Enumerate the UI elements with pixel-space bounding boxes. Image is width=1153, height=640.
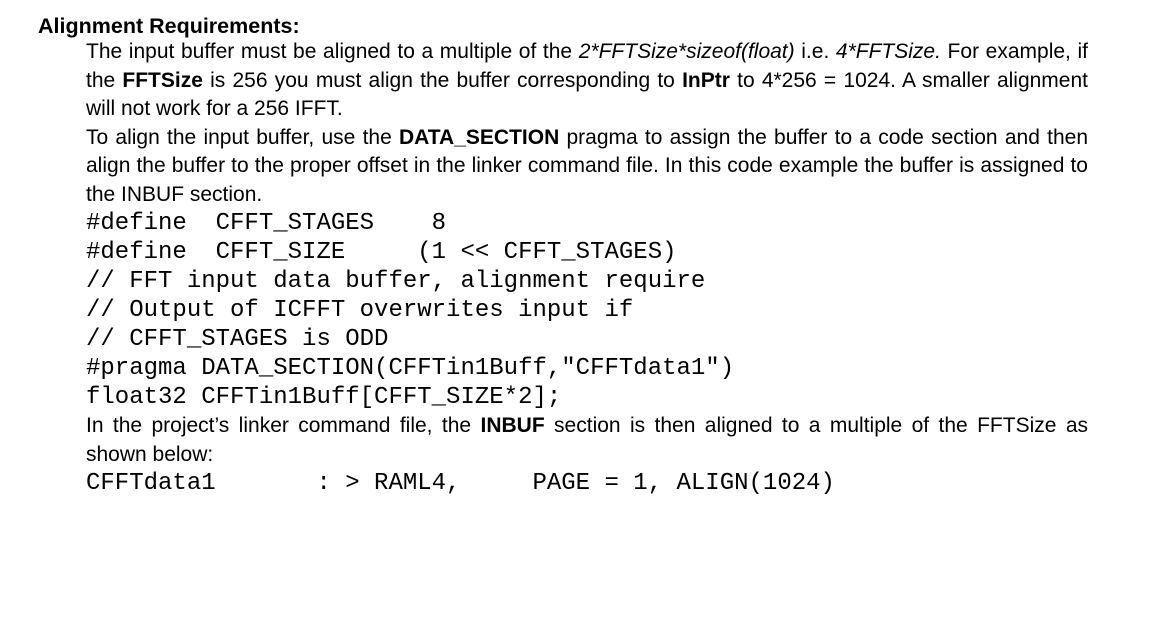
code-block-linker-section: CFFTdata1 : > RAML4, PAGE = 1, ALIGN(102… <box>86 470 835 497</box>
text-run: pragma to assign the buffer to a code se… <box>86 125 1088 206</box>
text-run: is 256 you must align the buffer corresp… <box>202 68 683 92</box>
section-heading: Alignment Requirements: <box>38 14 300 38</box>
section-content: The input buffer must be aligned to a mu… <box>86 38 1088 498</box>
text-run: 2*FFTSize*sizeof(float) <box>578 40 795 63</box>
text-run: To align the input buffer, use the <box>86 125 400 149</box>
code-block-buffer-declaration: // FFT input data buffer, alignment requ… <box>86 268 735 411</box>
text-run: For example, if the <box>86 40 1089 92</box>
paragraph-linker-command: In the project’s linker command file, th… <box>86 412 1088 469</box>
paragraph-data-section-pragma: To align the input buffer, use the DATA_… <box>86 124 1088 210</box>
code-block-defines: #define CFFT_STAGES 8 #define CFFT_SIZE … <box>86 210 677 266</box>
text-run: The input buffer must be aligned to a mu… <box>86 40 579 63</box>
text-run: FFTSize <box>122 68 203 92</box>
text-run: In the project’s linker command file, th… <box>86 414 481 437</box>
text-run: 4*FFTSize. <box>835 40 941 63</box>
text-run: i.e. <box>794 40 836 63</box>
document-page: Alignment Requirements: The input buffer… <box>38 14 1088 498</box>
paragraph-alignment-rule: The input buffer must be aligned to a mu… <box>86 38 1088 124</box>
text-run: section is then aligned to a multiple of… <box>86 414 1089 466</box>
text-run: InPtr <box>682 68 730 92</box>
text-run: DATA_SECTION <box>399 125 560 149</box>
text-run: INBUF <box>480 414 545 437</box>
text-run: to 4*256 = 1024. A smaller alignment wil… <box>86 68 1088 121</box>
